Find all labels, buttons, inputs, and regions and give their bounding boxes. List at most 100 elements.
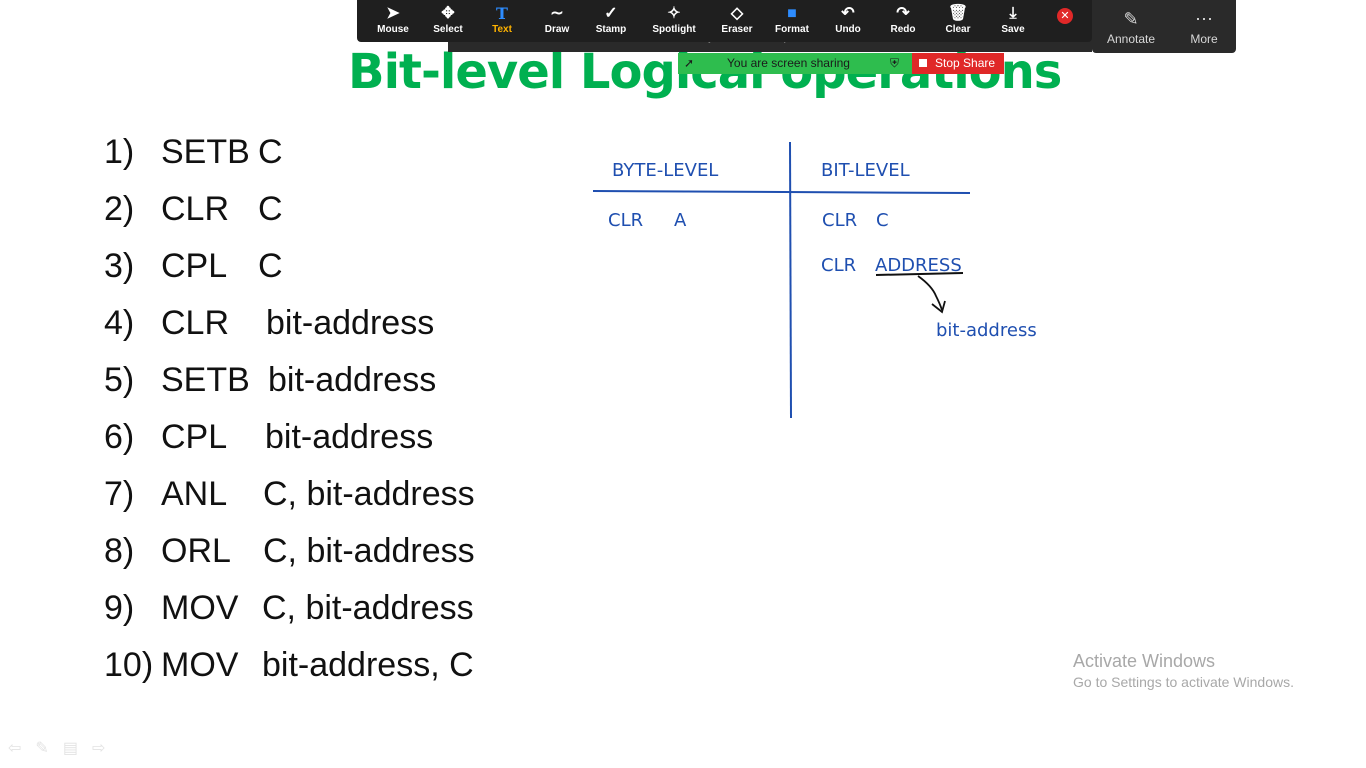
instruction-opcode: CPL	[161, 418, 228, 456]
instruction-operand: C, bit-address	[263, 475, 475, 513]
more-button[interactable]: ⋯ More	[1169, 6, 1239, 46]
instruction-number: 9)	[104, 589, 135, 627]
shield-icon: ⛨	[890, 56, 900, 70]
save-tool-button[interactable]: ⤓ Save	[985, 4, 1041, 35]
select-tool-label: Select	[433, 24, 463, 35]
instruction-number: 2)	[104, 190, 135, 228]
instruction-operand: C, bit-address	[263, 532, 475, 570]
bit-clr-arg: C	[876, 210, 889, 231]
instruction-opcode: CPL	[161, 247, 228, 285]
prev-arrow-icon[interactable]: ⇦	[8, 740, 22, 757]
undo-icon: ↶	[841, 5, 855, 22]
more-dots-icon: ⋯	[1195, 9, 1213, 29]
pin-icon: ➚	[684, 56, 695, 70]
cursor-icon: ➤	[386, 5, 400, 22]
slideshow-nav: ⇦ ✎ ▤ ⇨	[8, 738, 119, 758]
instruction-opcode: ANL	[161, 475, 228, 513]
instruction-operand: bit-address	[268, 361, 437, 399]
instruction-number: 1)	[104, 133, 135, 171]
instruction-number: 5)	[104, 361, 135, 399]
byte-clr-op: CLR	[608, 210, 644, 231]
save-tool-label: Save	[1001, 24, 1025, 35]
eraser-icon: ◇	[730, 5, 744, 22]
clear-tool-label: Clear	[945, 24, 971, 35]
instruction-number: 8)	[104, 532, 135, 570]
mouse-tool-button[interactable]: ➤ Mouse	[365, 4, 421, 35]
next-arrow-icon[interactable]: ⇨	[91, 740, 106, 757]
instruction-operand: bit-address	[266, 304, 435, 342]
draw-tool-button[interactable]: ∼Draw	[529, 4, 585, 35]
eraser-tool-button[interactable]: ◇ Eraser	[709, 4, 765, 35]
format-tool-button[interactable]: ■ Format	[764, 4, 820, 35]
bit-clr-address-arg: ADDRESS	[875, 255, 962, 276]
screen-sharing-banner: ➚ You are screen sharing ⛨	[678, 53, 912, 74]
arrow-curve	[917, 275, 943, 311]
activate-subtitle: Go to Settings to activate Windows.	[1073, 674, 1294, 690]
eraser-tool-label: Eraser	[721, 24, 753, 35]
move-icon: ✥	[441, 5, 455, 22]
select-tool-button[interactable]: ✥ Select	[420, 4, 476, 35]
stamp-tool-label: Stamp	[595, 24, 627, 35]
undo-tool-button[interactable]: ↶ Undo	[820, 4, 876, 35]
instruction-opcode: CLR	[161, 304, 230, 342]
meeting-side-controls: ✎ Annotate ⋯ More	[1092, 0, 1236, 53]
instruction-operand: C, bit-address	[262, 589, 474, 627]
instruction-number: 7)	[104, 475, 135, 513]
instruction-operand: bit-address, C	[262, 646, 474, 684]
more-label: More	[1190, 32, 1218, 46]
bit-address-note: bit-address	[936, 320, 1037, 341]
instruction-opcode: ORL	[161, 532, 231, 570]
trash-icon: 🗑	[947, 5, 969, 22]
instruction-opcode: SETB	[161, 361, 250, 399]
instruction-number: 4)	[104, 304, 135, 342]
arrow-head	[931, 300, 946, 314]
undo-tool-label: Undo	[835, 24, 861, 35]
pencil-icon: ✎	[1123, 9, 1139, 29]
text-icon: T	[496, 4, 508, 23]
instruction-operand: C	[258, 190, 283, 228]
stamp-tool-button[interactable]: ✓ Stamp	[583, 4, 639, 35]
clear-tool-button[interactable]: 🗑 Clear	[930, 4, 986, 35]
instruction-number: 10)	[104, 646, 154, 684]
download-icon: ⤓	[1009, 5, 1017, 22]
redo-icon: ↷	[896, 5, 910, 22]
pen-icon[interactable]: ✎	[35, 740, 49, 757]
instruction-opcode: CLR	[161, 190, 230, 228]
bit-clr-op: CLR	[822, 210, 858, 231]
close-annotation-icon[interactable]: ✕	[1057, 8, 1073, 24]
instruction-number: 3)	[104, 247, 135, 285]
activate-windows-watermark: Activate Windows Go to Settings to activ…	[1073, 651, 1294, 690]
checkmark-icon: ✓	[604, 5, 618, 22]
sharing-status-text: You are screen sharing	[727, 56, 850, 70]
stop-share-label: Stop Share	[935, 56, 996, 70]
spotlight-tool-label: Spotlight	[652, 24, 696, 35]
byte-clr-arg: A	[674, 210, 687, 231]
instruction-opcode: MOV	[161, 589, 239, 627]
bit-level-header: BIT-LEVEL	[821, 160, 910, 181]
instruction-operand: C	[258, 133, 283, 171]
annotate-button[interactable]: ✎ Annotate	[1096, 6, 1166, 46]
redo-tool-button[interactable]: ↷Redo	[875, 4, 931, 35]
menu-icon[interactable]: ▤	[62, 740, 78, 757]
table-vertical-line	[789, 141, 792, 419]
activate-title: Activate Windows	[1073, 651, 1216, 671]
stop-share-button[interactable]: Stop Share	[912, 53, 1004, 74]
instruction-operand: bit-address	[265, 418, 434, 456]
instruction-operand: C	[258, 247, 283, 285]
text-tool-label: Text	[492, 24, 512, 35]
format-icon: ■	[787, 5, 797, 22]
annotate-label: Annotate	[1106, 32, 1156, 46]
draw-tool-label: Draw	[544, 24, 570, 35]
spotlight-icon: ✧	[667, 5, 681, 22]
mouse-tool-label: Mouse	[377, 24, 409, 35]
spotlight-tool-button[interactable]: ✧ Spotlight	[646, 4, 702, 35]
stop-square-icon	[919, 59, 927, 67]
table-horizontal-line	[592, 190, 971, 194]
bit-clr-address-op: CLR	[821, 255, 857, 276]
format-tool-label: Format	[775, 24, 809, 35]
instruction-opcode: SETB	[161, 133, 250, 171]
address-underline	[875, 272, 964, 276]
